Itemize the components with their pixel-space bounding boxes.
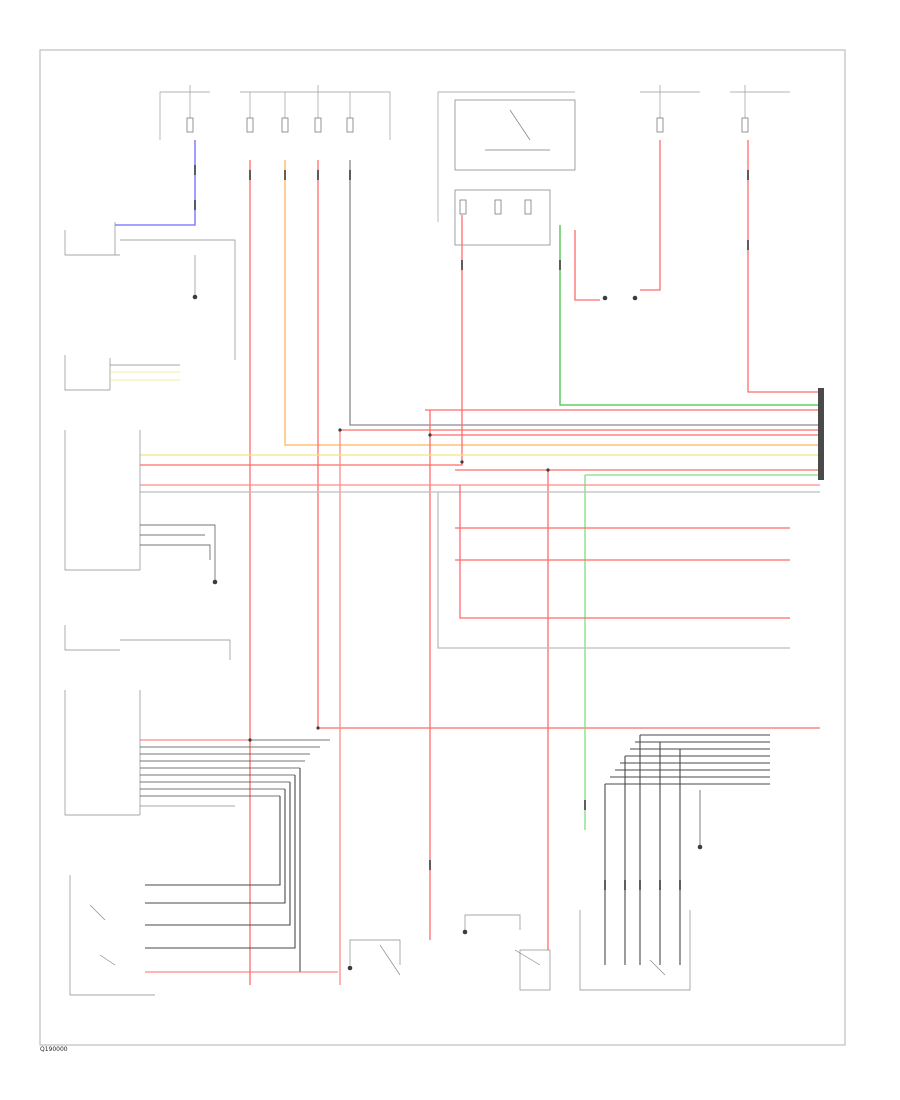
wire-red-318 (317, 160, 820, 729)
bottom-center-components (349, 914, 551, 991)
wire-red-660 (640, 140, 661, 291)
right-components (604, 727, 770, 965)
power-distribution-top (159, 85, 790, 222)
lower-left-harness (140, 739, 338, 973)
wire-green-560 (559, 225, 820, 406)
bus-connector-right (818, 388, 824, 480)
wire-blue (115, 140, 196, 226)
wire-red-462 (140, 215, 463, 466)
horizontal-bus (140, 409, 820, 985)
connector-marks (194, 165, 749, 890)
wire-red-575 (574, 230, 600, 301)
splice-points (248, 428, 550, 742)
vertical-feeds (115, 140, 820, 985)
ground-symbols (192, 294, 703, 971)
wire-red-748 (747, 140, 820, 393)
footer-page-label: Q190000 (40, 1046, 68, 1053)
seat-switch-bottom-left (69, 875, 155, 996)
relay-top-center (454, 99, 576, 246)
wire-gray-350 (349, 160, 820, 426)
wire-orange-285 (284, 160, 820, 446)
left-components (64, 222, 330, 816)
fuse-symbols (186, 117, 749, 215)
diagram-frame (39, 49, 846, 1046)
right-seat-switch (579, 910, 691, 991)
